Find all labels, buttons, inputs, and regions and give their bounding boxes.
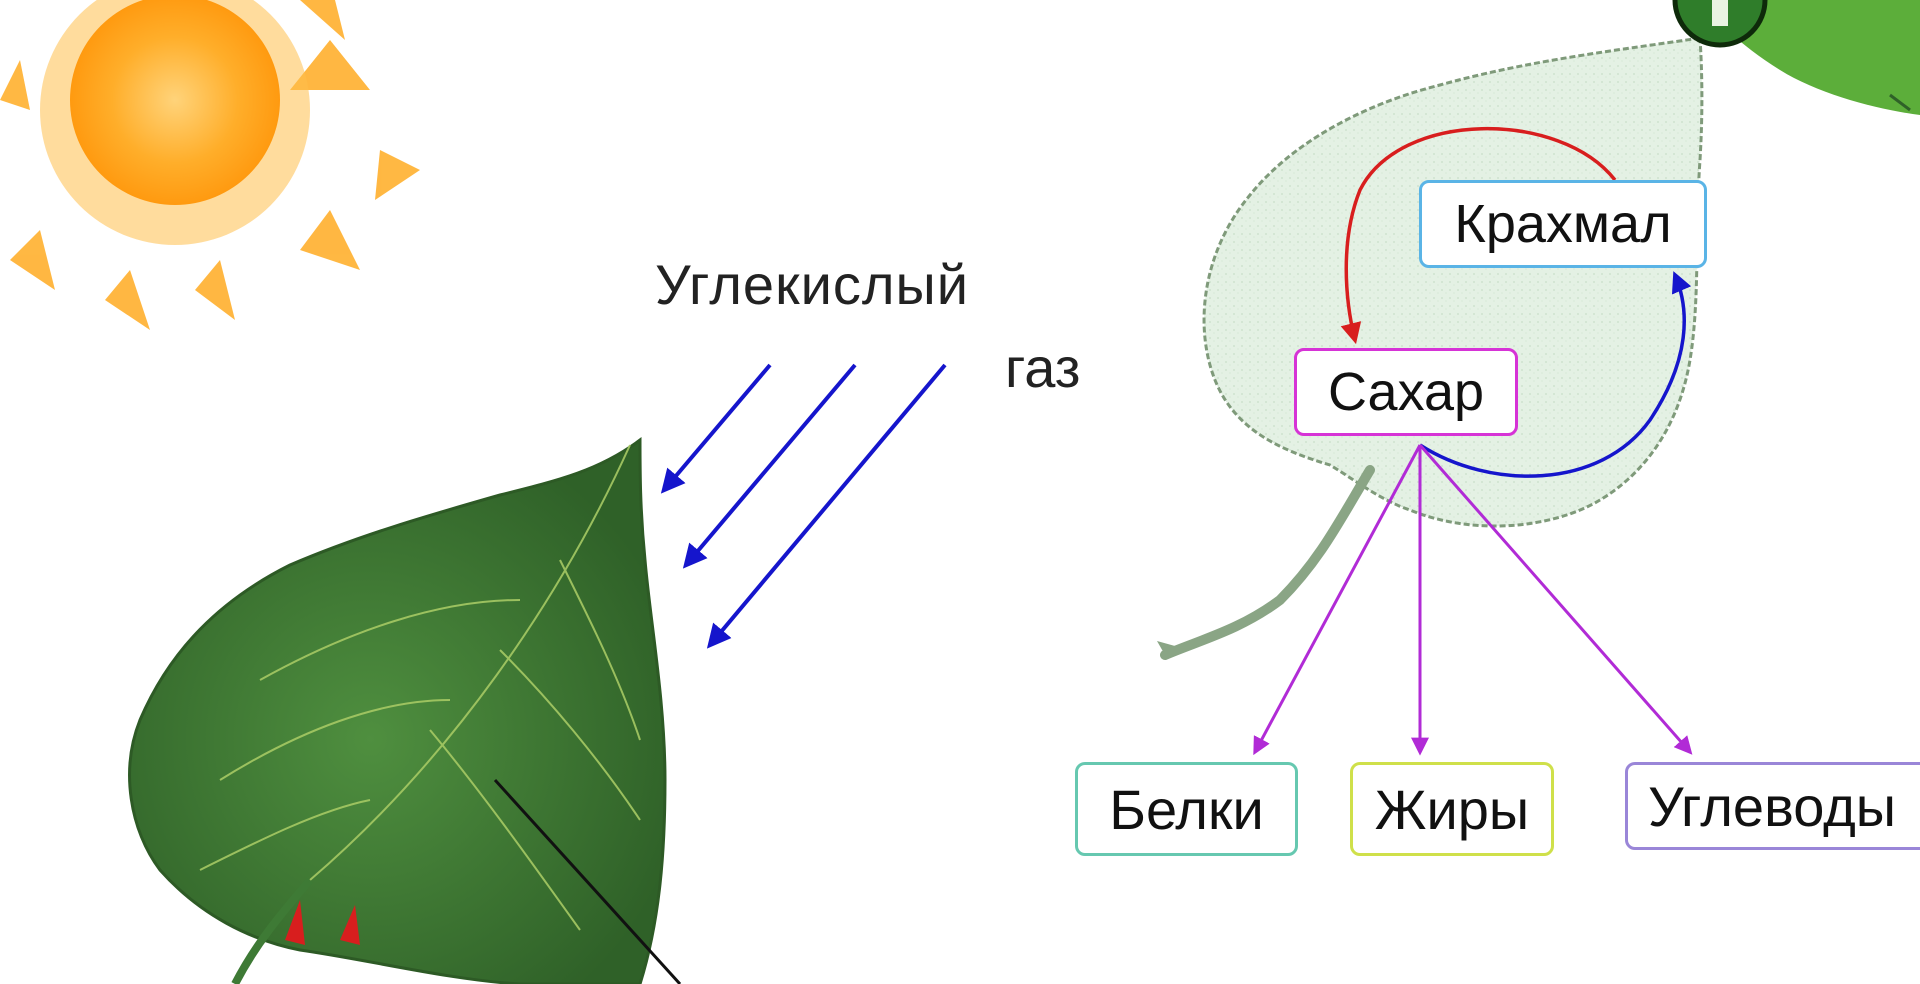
product-arrows [1253,444,1693,756]
sugar-box: Сахар [1294,348,1518,436]
starch-to-sugar-arrow [1340,126,1617,345]
co2-arrow [706,363,947,649]
co2-label-line1: Углекислый [655,253,970,316]
corner-leaf-button-icon[interactable] [1672,0,1920,115]
co2-label-line2: газ [1005,336,1081,399]
co2-arrow [660,363,772,494]
proteins-box: Белки [1075,762,1298,856]
sugar-to-carbohydrates-arrow [1418,444,1693,755]
co2-arrow [682,363,857,569]
leaf-outline-icon [1157,36,1704,660]
sugar-to-starch-arrow [1419,271,1692,478]
carbohydrates-box: Углеводы [1625,762,1920,850]
starch-box: Крахмал [1419,180,1707,268]
leaf-icon [128,437,682,984]
fats-box: Жиры [1350,762,1554,856]
sugar-to-proteins-arrow [1253,444,1422,756]
sun-icon [0,0,420,330]
co2-arrows [660,363,947,649]
